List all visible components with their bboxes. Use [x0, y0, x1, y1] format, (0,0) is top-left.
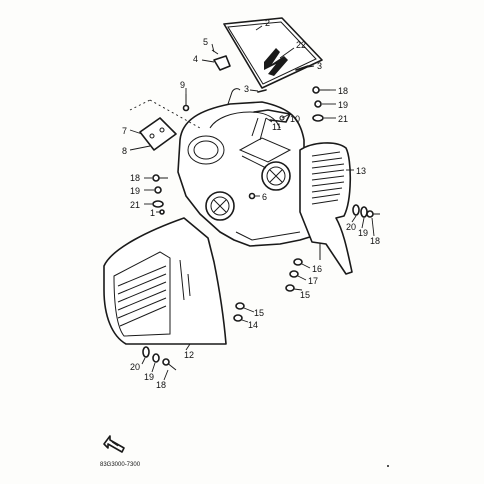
callout-20-right: 20 [346, 222, 356, 232]
callout-18-top: 18 [338, 86, 348, 96]
callout-18-left: 18 [130, 173, 140, 183]
callout-9: 9 [180, 80, 185, 90]
hardware-set-right [352, 204, 380, 218]
callout-5: 5 [203, 37, 208, 47]
callout-18-right: 18 [370, 236, 380, 246]
clip-part-3-mid [257, 89, 267, 93]
housing-body [177, 88, 333, 260]
grommet-part-15-left [235, 302, 245, 310]
grommet-part-15-right [285, 284, 295, 292]
callout-3-mid: 3 [244, 84, 249, 94]
figure-code: 83G3000-7300 [100, 462, 141, 468]
front-direction-arrow-icon [103, 435, 125, 453]
callout-17: 17 [308, 276, 318, 286]
bolt-part-18-left [152, 174, 168, 182]
callout-20-bottom: 20 [130, 362, 140, 372]
callout-21-left: 21 [130, 200, 140, 210]
lower-panel-part-12 [103, 217, 227, 345]
callout-22: 22 [296, 40, 306, 50]
washer-part-16 [293, 258, 303, 266]
callout-15-right: 15 [300, 290, 310, 300]
washer-part-17 [289, 270, 299, 278]
callout-19-top: 19 [338, 100, 348, 110]
bracket-plate-part-7-8 [139, 117, 177, 151]
nut-part-21-top [312, 114, 324, 122]
callout-1: 1 [150, 208, 155, 218]
leader-lines [129, 25, 375, 381]
callout-7: 7 [122, 126, 127, 136]
callout-14: 14 [248, 320, 258, 330]
clip-part-3-top [295, 65, 309, 71]
callout-19-bottom: 19 [144, 372, 154, 382]
screw-part-9 [182, 94, 190, 112]
assembly-line [129, 99, 151, 111]
callout-19-right: 19 [358, 228, 368, 238]
collar-part-14 [233, 314, 243, 322]
callout-18-bottom: 18 [156, 380, 166, 390]
emblem-part-22 [264, 48, 288, 76]
callout-12: 12 [184, 350, 194, 360]
callout-15-left: 15 [254, 308, 264, 318]
callout-19-left: 19 [130, 186, 140, 196]
callout-13: 13 [356, 166, 366, 176]
callout-16: 16 [312, 264, 322, 274]
washer-part-19-bottom [152, 353, 160, 363]
screw-part-6 [248, 192, 256, 200]
callout-10: 10 [290, 114, 300, 124]
callout-numbers: 2 22 5 4 3 9 3 18 19 10 11 21 7 8 13 18 … [122, 18, 380, 390]
bolt-part-18-top [312, 86, 330, 94]
callout-21-top: 21 [338, 114, 348, 124]
washer-part-19-left [154, 186, 162, 194]
nut-part-21-left [152, 200, 164, 208]
side-cover-part-13 [299, 142, 353, 275]
washer-part-19-top [314, 100, 322, 108]
screw-part-1 [159, 209, 165, 215]
bracket-part-4-5 [211, 49, 231, 71]
callout-8: 8 [122, 146, 127, 156]
callout-3-top: 3 [317, 61, 322, 71]
washer-part-20-bottom [142, 346, 150, 358]
callout-6: 6 [262, 192, 267, 202]
callout-2: 2 [265, 18, 270, 28]
callout-11: 11 [272, 122, 281, 132]
dot-mark [387, 465, 389, 467]
callout-4: 4 [193, 54, 198, 64]
bolt-part-18-bottom [162, 358, 177, 371]
